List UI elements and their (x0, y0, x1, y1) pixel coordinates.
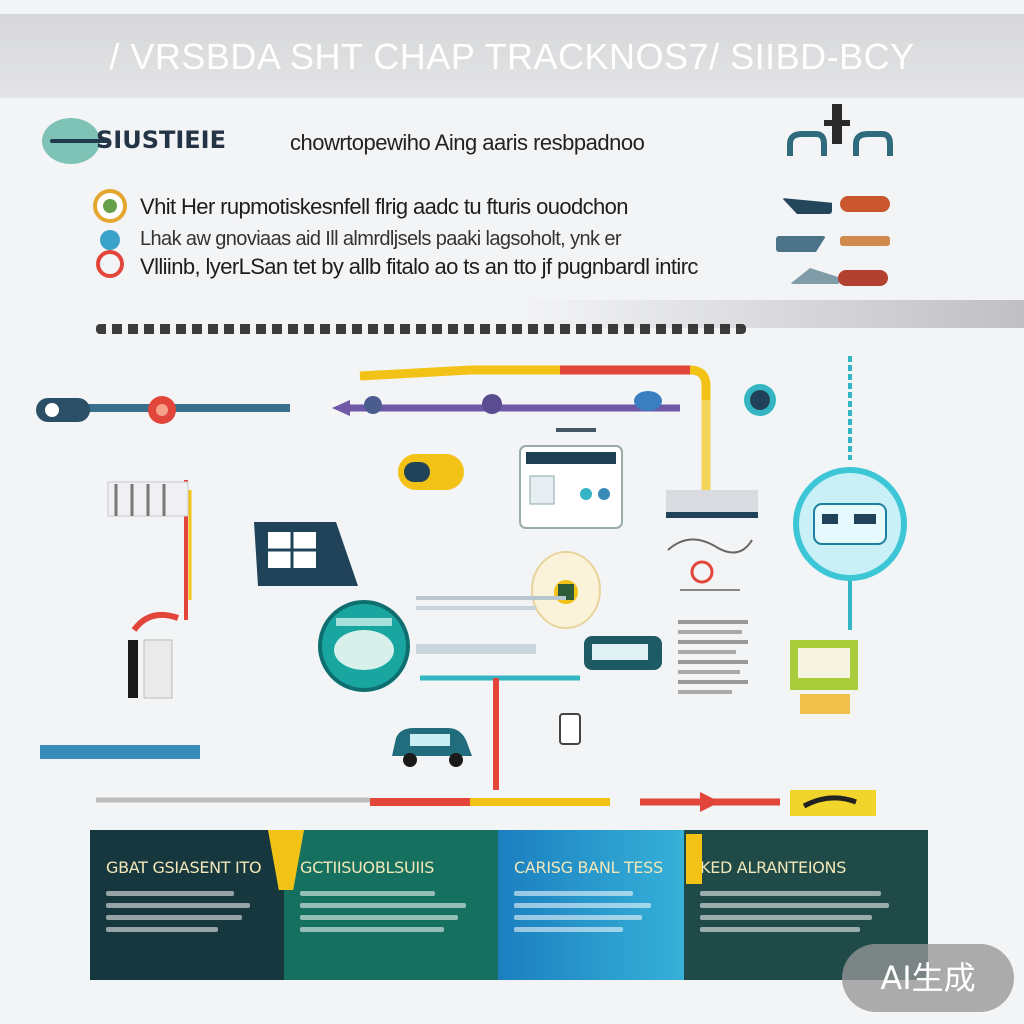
panel-divider-accent (686, 834, 702, 884)
caption-block (416, 596, 566, 654)
compass-icon (744, 384, 776, 416)
pin-icon (482, 394, 502, 414)
pin-icon (364, 396, 382, 414)
hub-icon (793, 467, 907, 581)
tagline: chowrtopewiho Aing aaris resbpadnoo (290, 130, 645, 155)
footer-panel-title: GBAT GSIASENT ITO (106, 858, 262, 877)
intro-line: Lhak aw gnoviaas aid Ill almrdljsels paa… (140, 228, 622, 250)
footer-panel-title: CARISG BANL TESS (514, 858, 663, 877)
footer-panel: CARISG BANL TESS (498, 830, 684, 980)
brand-logo-bar (50, 139, 110, 143)
map-sketch-icon (667, 538, 753, 591)
legend-swatch (840, 236, 890, 246)
dial-icon (318, 600, 410, 692)
section-divider (96, 324, 746, 334)
footer-panel-body (700, 891, 910, 932)
legend-swatch (838, 270, 888, 286)
marker-icon (148, 396, 176, 424)
barrier-icon (107, 481, 189, 517)
footer-panel: KED ALRANTEIONS (684, 830, 928, 980)
vehicle-front-icon (584, 636, 662, 670)
footer-panel-title: KED ALRANTEIONS (700, 858, 847, 877)
bullet-icon (93, 189, 127, 223)
legend-swatch (782, 198, 832, 214)
footer-panel-body (106, 891, 266, 932)
footer-panel-title: GCTIISUOBLSUIIS (300, 858, 435, 877)
ticket-icon (790, 640, 858, 714)
legend-swatch (790, 268, 840, 284)
phone-icon (559, 713, 581, 745)
station-icon (519, 428, 623, 529)
ai-generated-badge: AI生成 (842, 944, 1014, 1012)
brand-name: SIUSTIEIE (96, 126, 227, 154)
footer-panel-body (300, 891, 480, 932)
footer-panel: GBAT GSIASENT ITO (90, 830, 284, 980)
text-column (678, 620, 748, 694)
pin-icon (634, 391, 662, 411)
divider-haze (520, 300, 1024, 328)
window-icon (254, 522, 358, 586)
platform-icon (666, 490, 758, 518)
page-title: / VRSBDA SHT CHAP TRACKNOS7/ SIIBD-BCY (109, 36, 915, 77)
start-node-icon (36, 398, 90, 422)
bullet-icon (96, 230, 124, 278)
footer-panel-body (514, 891, 666, 932)
intro-line: Vlliinb, lyerLSan tet by allb fitalo ao … (140, 254, 698, 279)
figure-icon (787, 104, 893, 156)
capsule-icon (398, 454, 464, 490)
legend-swatch (840, 196, 890, 212)
header-band (0, 14, 1024, 98)
footer-panel: GCTIISUOBLSUIIS (284, 830, 498, 980)
intro-line: Vhit Her rupmotiskesnfell flrig aadc tu … (140, 194, 629, 219)
car-icon (392, 728, 472, 767)
gate-icon (128, 612, 180, 699)
legend-swatch (776, 236, 826, 252)
